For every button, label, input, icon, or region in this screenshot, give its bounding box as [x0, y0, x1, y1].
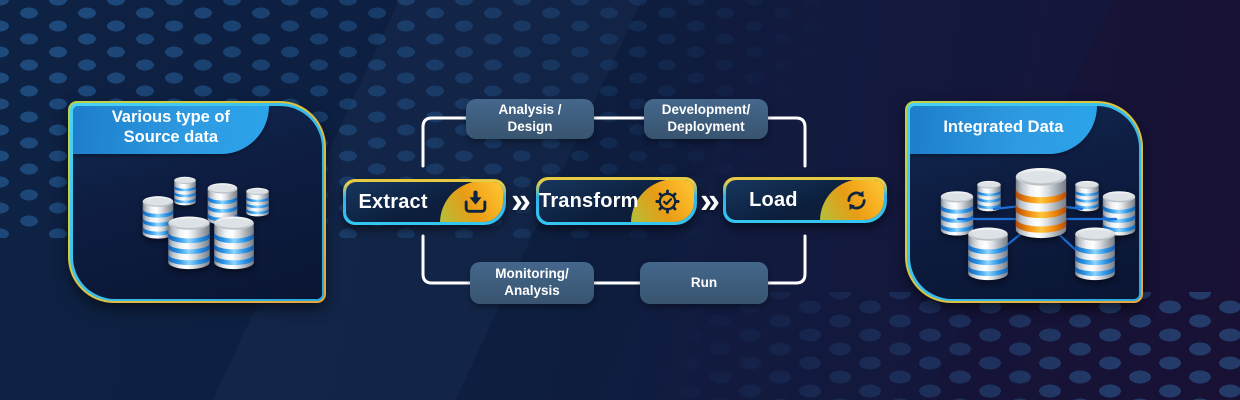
source-data-panel-border: Various type of Source data	[70, 103, 324, 301]
integrated-database-icon	[1013, 166, 1069, 242]
stage-label: Run	[690, 274, 718, 290]
source-data-title-line1: Various type of	[111, 107, 230, 126]
database-icon	[206, 182, 239, 227]
sync-icon	[847, 190, 866, 210]
integrated-data-title: Integrated Data	[943, 117, 1064, 136]
stage-label: Design	[507, 119, 553, 134]
transform-step-blob	[631, 180, 694, 222]
database-icon	[939, 190, 975, 238]
download-icon	[465, 190, 487, 213]
database-icon	[966, 226, 1010, 283]
load-step-blob	[820, 180, 884, 220]
integrated-data-panel-body: Integrated Data	[909, 105, 1139, 299]
extract-step-inner: Extract	[346, 182, 503, 222]
stage-label: Deployment	[667, 119, 745, 134]
transform-step-inner: Transform	[539, 180, 694, 222]
load-step: Load	[723, 177, 887, 223]
source-data-title-line2: Source data	[123, 127, 219, 146]
extract-step-blob	[439, 182, 503, 222]
extract-label: Extract	[358, 190, 428, 213]
integrated-data-panel-border: Integrated Data	[907, 103, 1141, 301]
extract-step: Extract	[343, 179, 506, 225]
database-icon	[1074, 180, 1100, 213]
database-icon	[245, 187, 270, 218]
database-icon	[212, 215, 256, 272]
source-data-panel-header: Various type of Source data	[72, 105, 270, 154]
database-icon	[1073, 226, 1117, 283]
database-icon	[166, 215, 212, 272]
source-data-panel-body: Various type of Source data	[72, 105, 322, 299]
integrated-data-panel: Integrated Data	[905, 101, 1143, 303]
stage-monitoring-analysis: Monitoring/ Analysis	[470, 262, 594, 304]
stage-label: Monitoring/	[495, 266, 569, 282]
database-icon	[976, 180, 1002, 213]
chevron-right-icon: »	[510, 179, 532, 221]
database-icon	[141, 195, 175, 241]
load-label: Load	[749, 188, 798, 211]
source-data-panel: Various type of Source data	[68, 101, 326, 303]
stage-analysis-design: Analysis / Design	[466, 99, 594, 139]
database-icon	[173, 176, 197, 207]
source-data-title: Various type of Source data	[112, 108, 230, 152]
integrated-data-panel-header: Integrated Data	[909, 105, 1098, 154]
stage-label: Analysis	[504, 283, 560, 298]
database-icon	[1101, 190, 1137, 238]
stage-run: Run	[640, 262, 768, 304]
stage-label: Analysis /	[498, 102, 562, 118]
stage-development-deployment: Development/ Deployment	[644, 99, 768, 139]
gear-check-icon	[655, 188, 680, 214]
transform-step: Transform	[536, 177, 697, 225]
load-step-inner: Load	[726, 180, 884, 220]
stage-label: Development/	[661, 102, 751, 118]
chevron-right-icon: »	[699, 179, 721, 221]
transform-label: Transform	[539, 189, 639, 212]
dot-pattern-bottom	[540, 292, 1240, 400]
